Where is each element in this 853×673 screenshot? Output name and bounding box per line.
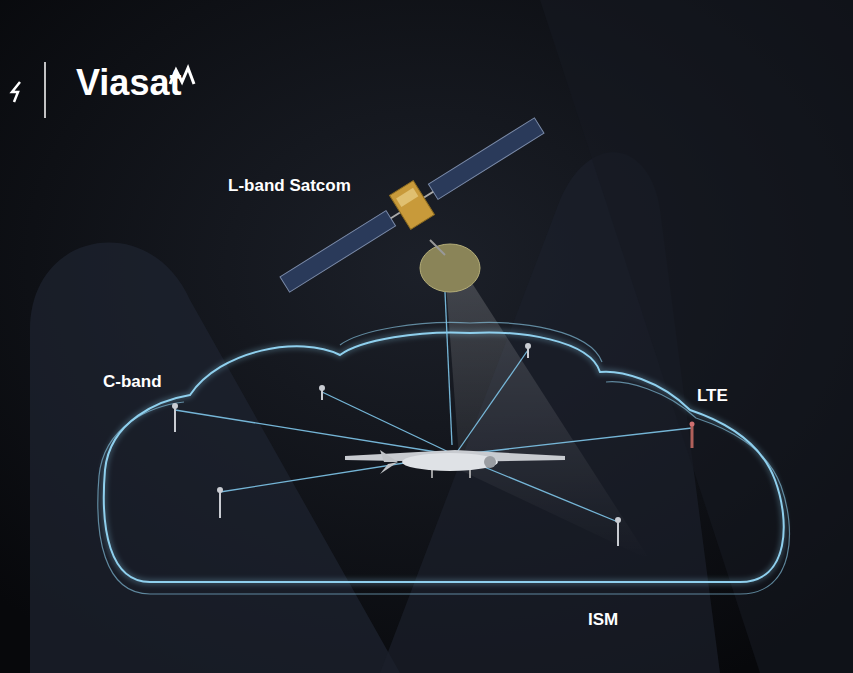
brand-shape <box>540 0 853 673</box>
drone <box>345 450 565 478</box>
band-label: LTE <box>697 386 728 406</box>
lte-tower <box>690 422 695 449</box>
separator <box>44 62 46 118</box>
satellite <box>274 109 550 302</box>
band-label: ISM <box>588 610 618 630</box>
band-label: C-band <box>103 372 162 392</box>
brand-logo-text: Viasat <box>76 62 181 104</box>
light-beam <box>445 270 650 560</box>
satcom-label: L-band Satcom <box>228 176 351 196</box>
radio-links <box>175 292 692 522</box>
partner-logo <box>12 82 20 102</box>
ground-towers <box>173 344 620 546</box>
coverage-cloud <box>98 322 790 594</box>
brand-shape <box>30 243 400 673</box>
satellite-dish <box>420 244 480 292</box>
